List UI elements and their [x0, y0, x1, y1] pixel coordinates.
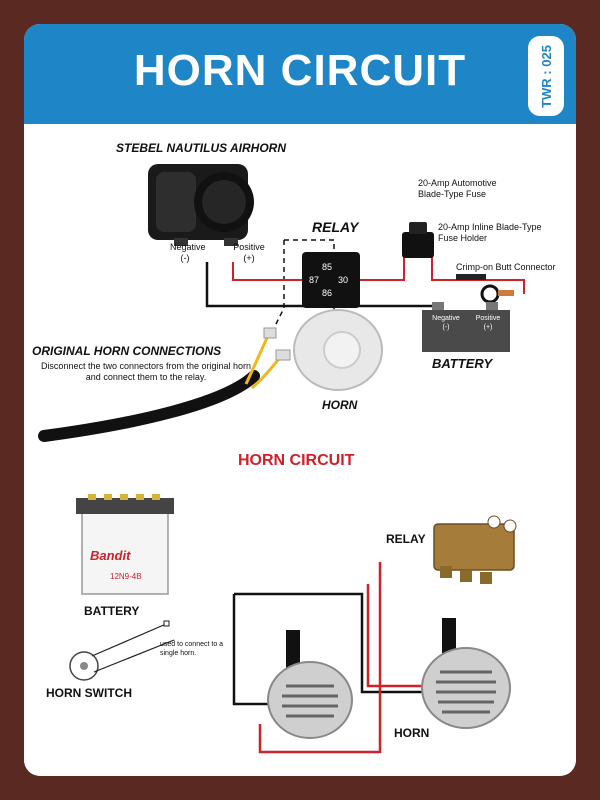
- battery-positive-label: Positive (+): [470, 314, 506, 332]
- header-banner: HORN CIRCUIT TWR : 025: [24, 24, 576, 124]
- harness-cable: [38, 327, 291, 442]
- relay-pin-85: 85: [322, 262, 333, 272]
- battery-positive-sign: (+): [483, 324, 493, 331]
- section-title: HORN CIRCUIT: [238, 452, 355, 469]
- positive-sign-text: (+): [243, 253, 255, 263]
- switch-note-line1: used to connect to a: [160, 641, 224, 648]
- top-battery: [422, 302, 510, 352]
- top-horn-illustration: [293, 309, 383, 391]
- original-desc-line2: and connect them to the relay.: [85, 372, 207, 382]
- page-title: HORN CIRCUIT: [133, 46, 467, 95]
- bottom-battery: [76, 494, 174, 595]
- switch-note-line2: single horn.: [160, 650, 197, 657]
- wiring-diagram: [38, 164, 525, 754]
- positive-terminal-label: Positive (+): [232, 242, 266, 264]
- negative-label-text: Negative: [170, 242, 206, 252]
- horn-switch-label: HORN SWITCH: [46, 686, 132, 700]
- red-horn-positive-wire: [232, 262, 302, 281]
- bottom-relay: [433, 515, 517, 584]
- bottom-battery-label: BATTERY: [84, 604, 140, 618]
- fuse-holder-line2: Fuse Holder: [438, 233, 488, 243]
- positive-label-text: Positive: [233, 242, 265, 252]
- battery-negative-text: Negative: [432, 315, 460, 322]
- relay-label: RELAY: [312, 219, 359, 235]
- fuse-label-line2: Blade-Type Fuse: [418, 189, 487, 199]
- bottom-horn-label: HORN: [394, 726, 430, 740]
- horn-right: [421, 618, 511, 729]
- horn-left: [267, 630, 353, 739]
- original-horn-title: ORIGINAL HORN CONNECTIONS: [32, 344, 222, 358]
- battery-negative-label: Negative (-): [428, 314, 464, 332]
- bottom-black-wire-relay: [234, 592, 434, 694]
- switch-note: used to connect to a single horn.: [160, 640, 223, 658]
- airhorn-label: STEBEL NAUTILUS AIRHORN: [116, 141, 287, 155]
- red-relay-to-fuse-wire: [360, 256, 405, 281]
- battery-model: 12N9-4B: [110, 572, 142, 581]
- bottom-relay-label: RELAY: [386, 532, 426, 546]
- fuse-label: 20-Amp Automotive Blade-Type Fuse: [418, 178, 514, 200]
- battery-negative-sign: (-): [442, 324, 450, 331]
- original-desc-line1: Disconnect the two connectors from the o…: [40, 361, 252, 371]
- fuse-holder-line1: 20-Amp Inline Blade-Type: [438, 222, 542, 232]
- relay-box: [302, 252, 360, 308]
- bottom-red-wire-relay: [366, 584, 444, 688]
- negative-terminal-label: Negative (-): [170, 242, 206, 264]
- fuse-holder-label: 20-Amp Inline Blade-Type Fuse Holder: [438, 222, 558, 244]
- relay-pin-87: 87: [309, 275, 320, 285]
- horn-switch: [69, 620, 175, 681]
- black-ground-wire: [205, 262, 434, 308]
- fuse-label-line1: 20-Amp Automotive: [418, 178, 497, 188]
- bottom-red-wire-horns: [258, 562, 382, 754]
- top-battery-label: BATTERY: [432, 356, 493, 371]
- airhorn-illustration: [148, 164, 254, 246]
- crimp-connector-label: Crimp-on Butt Connector: [456, 262, 556, 272]
- relay-pin-86: 86: [322, 288, 333, 298]
- battery-positive-text: Positive: [475, 315, 501, 322]
- negative-sign-text: (-): [180, 253, 190, 263]
- battery-brand: Bandit: [90, 548, 131, 563]
- fuse-holder: [402, 222, 434, 258]
- relay-pin-30: 30: [338, 275, 349, 285]
- original-horn-description: Disconnect the two connectors from the o…: [32, 361, 260, 383]
- poster-card: HORN CIRCUIT TWR : 025: [24, 24, 576, 776]
- top-horn-label: HORN: [322, 398, 358, 412]
- crimp-connector: [456, 274, 514, 304]
- code-badge: TWR : 025: [528, 36, 564, 116]
